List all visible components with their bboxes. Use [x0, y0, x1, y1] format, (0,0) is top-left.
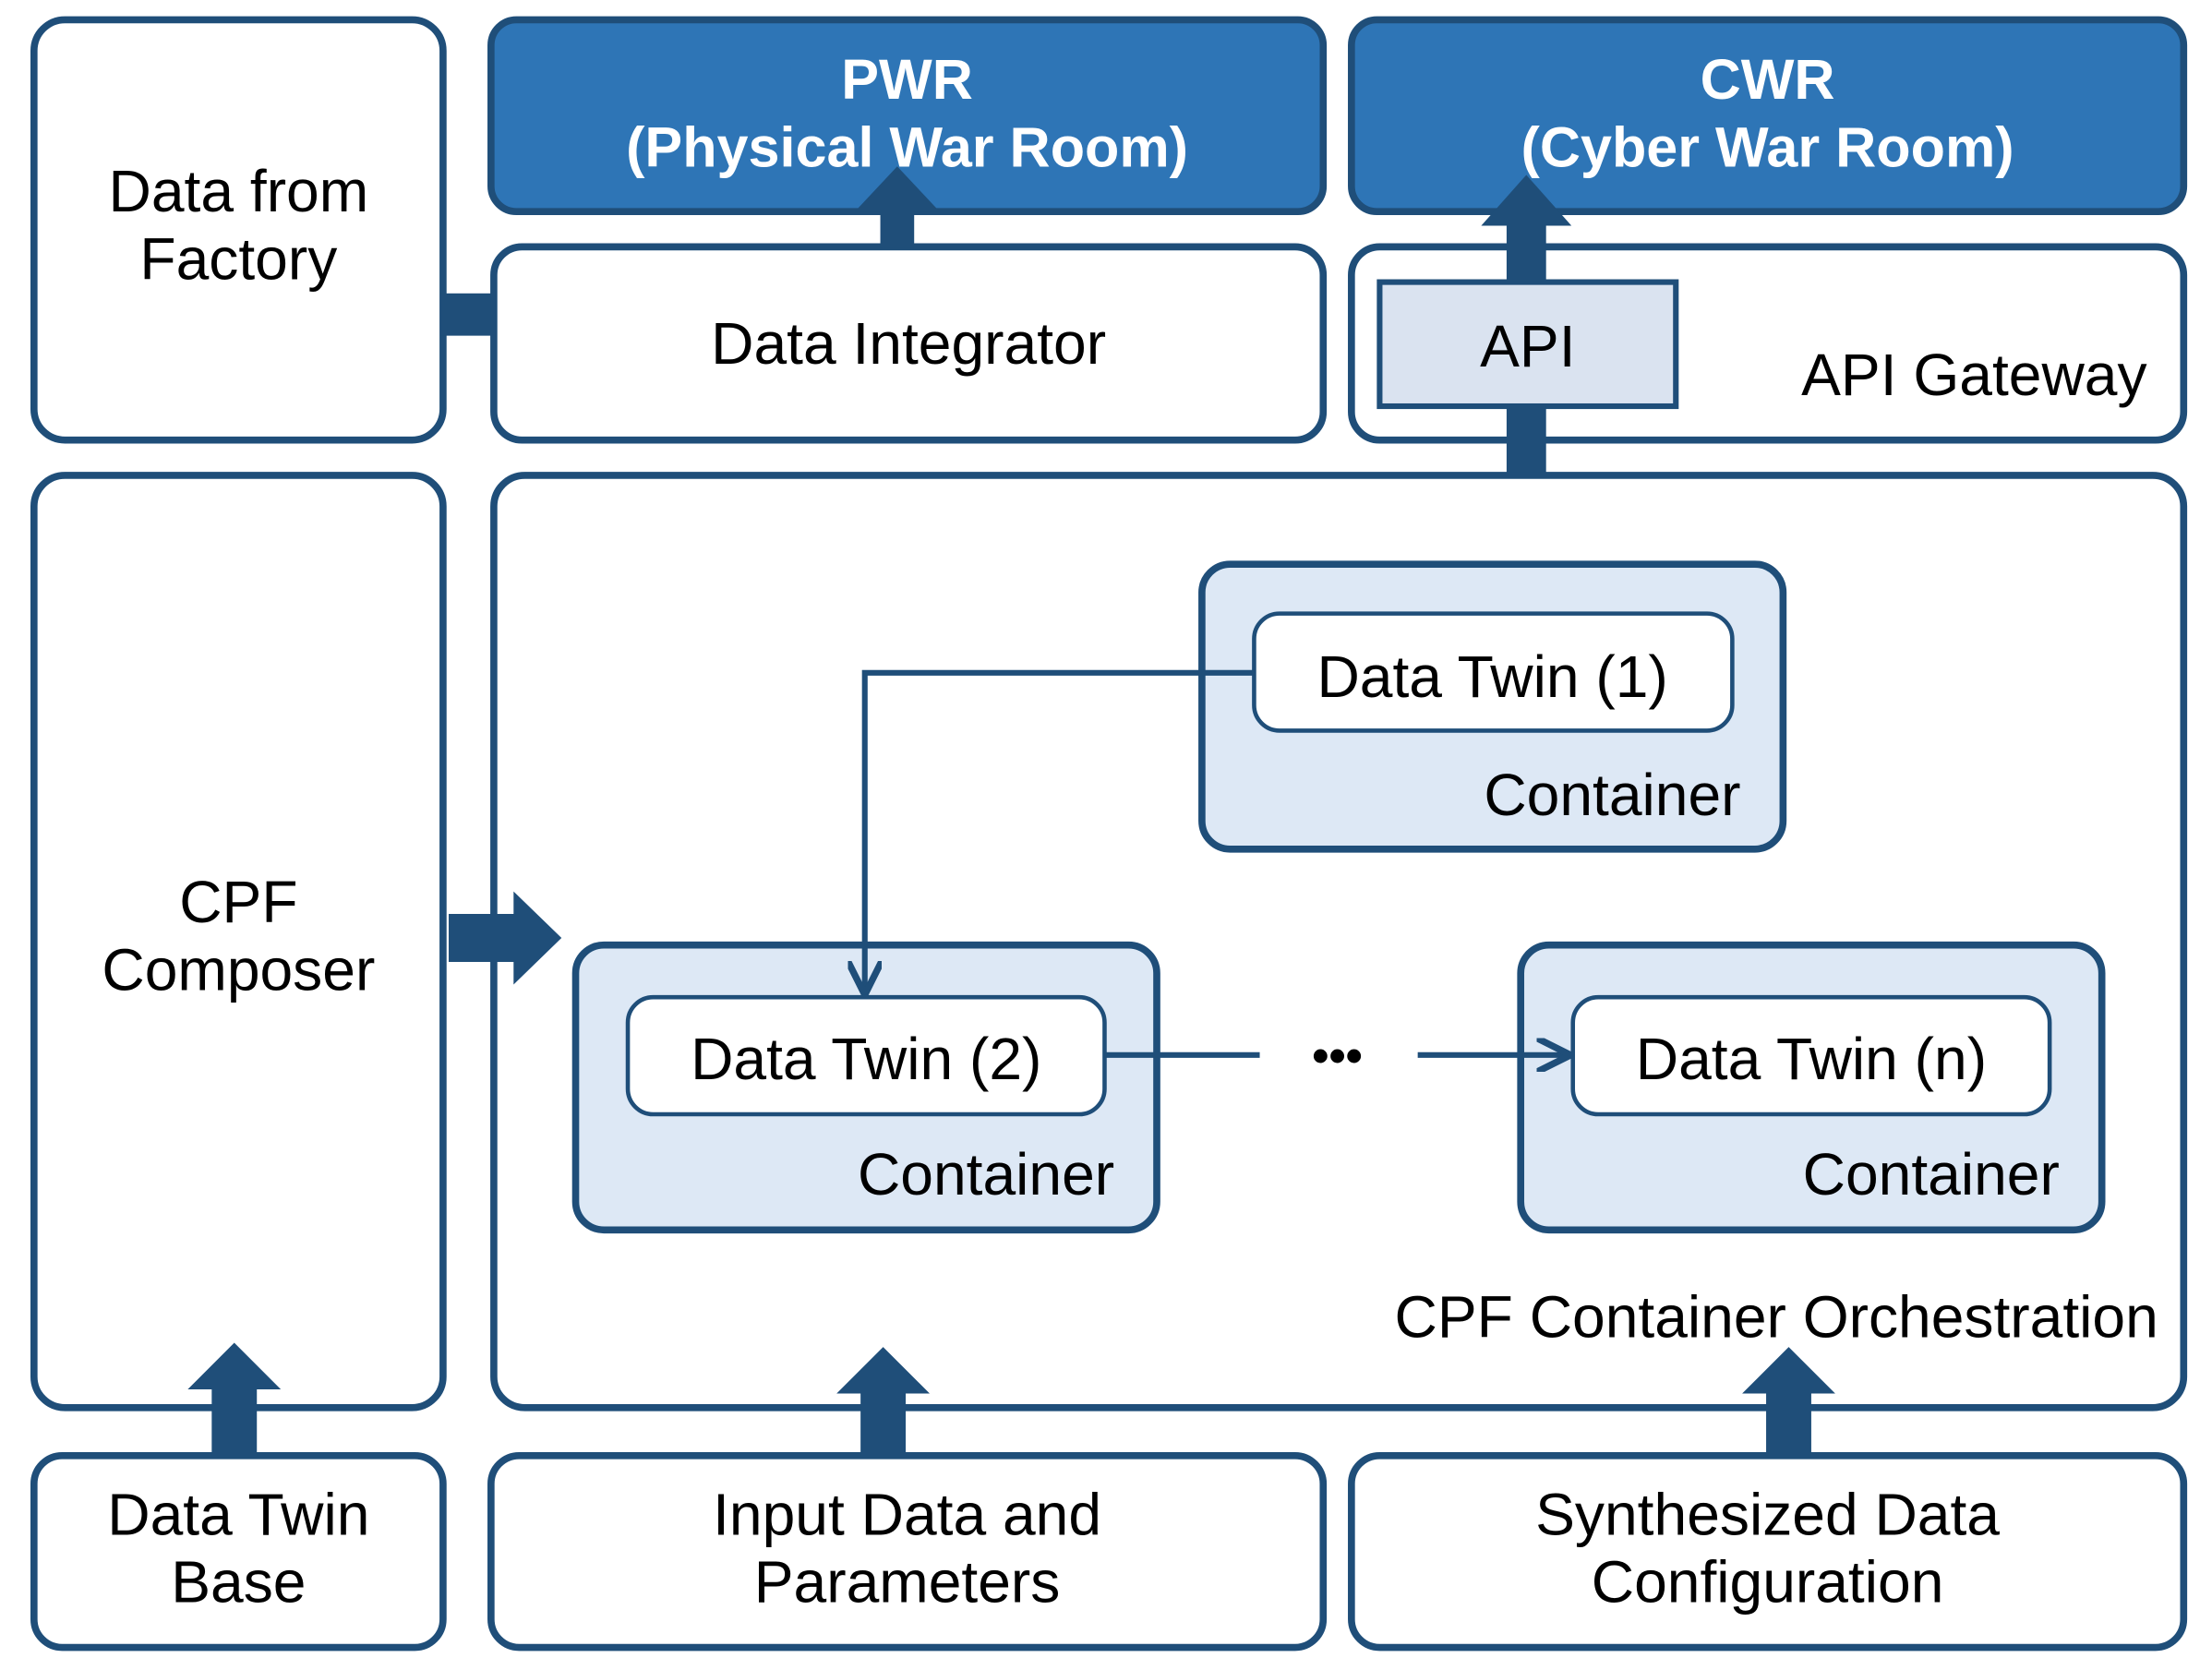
data-twin-base-box: Data Twin Base	[30, 1451, 447, 1652]
synthesized-label-1: Synthesized Data	[1535, 1481, 2000, 1547]
data-from-factory-label-2: Factory	[139, 226, 337, 293]
data-from-factory-box: Data from Factory	[30, 16, 447, 444]
twin1-to-twin2-connector	[865, 669, 1255, 991]
arrow-up-to-pwr-icon	[855, 166, 940, 248]
data-twin-base-label-1: Data Twin	[107, 1481, 369, 1547]
cpf-composer-label-1: CPF	[179, 869, 297, 935]
cwr-subtitle: (Cyber War Room)	[1521, 115, 2014, 178]
pwr-subtitle: (Physical War Room)	[626, 115, 1188, 178]
cwr-title: CWR	[1701, 48, 1835, 111]
synthesized-label-2: Configuration	[1592, 1549, 1944, 1616]
arrow-up-from-input-icon	[836, 1347, 931, 1458]
container-2-label: Container	[858, 1141, 1114, 1207]
data-twin-1-label: Data Twin (1)	[1316, 643, 1667, 710]
data-integrator-box: Data Integrator	[490, 243, 1328, 444]
data-twin-2-label: Data Twin (2)	[691, 1026, 1041, 1092]
cpf-composer-label-2: Composer	[102, 937, 375, 1003]
data-integrator-label: Data Integrator	[711, 310, 1106, 377]
api-gateway-label: API Gateway	[1801, 342, 2146, 408]
arrow-up-to-cwr-icon	[1481, 174, 1572, 285]
input-data-label-2: Parameters	[754, 1549, 1061, 1616]
data-from-factory-label-1: Data from	[109, 158, 369, 224]
input-data-label-1: Input Data and	[713, 1481, 1101, 1547]
api-label: API	[1480, 313, 1575, 379]
orchestration-label: CPF Container Orchestration	[1395, 1283, 2158, 1350]
cpf-composer-box: CPF Composer	[30, 472, 447, 1412]
arrow-up-to-composer-icon	[187, 1342, 282, 1458]
data-twin-n-label: Data Twin (n)	[1636, 1026, 1987, 1092]
data-twin-base-label-2: Base	[171, 1549, 306, 1616]
container-1: Data Twin (1) Container	[1198, 560, 1787, 853]
input-data-box: Input Data and Parameters	[487, 1451, 1328, 1652]
container-1-label: Container	[1484, 762, 1740, 828]
factory-integrator-connector	[439, 293, 497, 336]
container-n-label: Container	[1803, 1141, 2060, 1207]
container-n: Data Twin (n) Container	[1517, 941, 2106, 1234]
container-2: Data Twin (2) Container	[571, 941, 1160, 1234]
cwr-box: CWR (Cyber War Room)	[1348, 16, 2188, 216]
data-twin-n-box	[1570, 994, 2052, 1117]
pwr-box: PWR (Physical War Room)	[487, 16, 1328, 216]
ellipsis: •••	[1312, 1029, 1363, 1083]
arrow-up-from-synthesized-icon	[1742, 1347, 1835, 1458]
api-box: API	[1376, 279, 1679, 410]
synthesized-data-box: Synthesized Data Configuration	[1348, 1451, 2188, 1652]
arrow-right-composer-icon	[449, 891, 562, 985]
pwr-title: PWR	[841, 48, 973, 111]
